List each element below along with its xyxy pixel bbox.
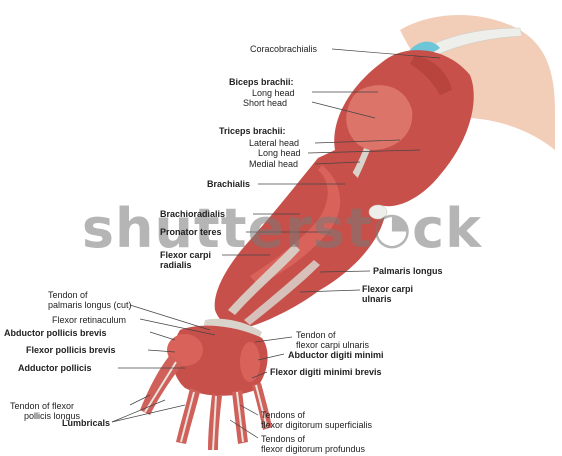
watermark: shutterst◔ck [22, 197, 542, 260]
label-lumbricals: Lumbricals [62, 418, 110, 428]
label-triceps-brachii: Triceps brachii: [219, 126, 286, 136]
label-biceps-long-head: Long head [252, 88, 295, 98]
label-tendon-palmaris-1: Tendon of [48, 290, 88, 300]
label-flexor-carpi-radialis-1: Flexor carpi [160, 250, 211, 260]
label-flexor-carpi-radialis-2: radialis [160, 260, 192, 270]
watermark-text-1: shutterst [82, 197, 373, 260]
watermark-text-2: ck [412, 197, 482, 260]
label-palmaris-longus: Palmaris longus [373, 266, 443, 276]
label-brachioradialis: Brachioradialis [160, 209, 225, 219]
label-brachialis: Brachialis [207, 179, 250, 189]
label-tendons-fds-1: Tendons of [261, 410, 305, 420]
label-triceps-lateral-head: Lateral head [249, 138, 299, 148]
label-flexor-carpi-ulnaris-2: ulnaris [362, 294, 392, 304]
label-tendon-fpl-1: Tendon of flexor [10, 401, 74, 411]
label-triceps-long-head: Long head [258, 148, 301, 158]
label-flexor-digiti-minimi-brevis: Flexor digiti minimi brevis [270, 367, 382, 377]
label-coracobrachialis: Coracobrachialis [250, 44, 317, 54]
label-flexor-carpi-ulnaris-1: Flexor carpi [362, 284, 413, 294]
label-adductor-pollicis: Adductor pollicis [18, 363, 92, 373]
label-flexor-retinaculum: Flexor retinaculum [52, 315, 126, 325]
label-abductor-pollicis-brevis: Abductor pollicis brevis [4, 328, 107, 338]
label-pronator-teres: Pronator teres [160, 227, 222, 237]
label-biceps-short-head: Short head [243, 98, 287, 108]
label-abductor-digiti-minimi: Abductor digiti minimi [288, 350, 384, 360]
label-biceps-brachii: Biceps brachii: [229, 77, 294, 87]
label-tendons-fdp-2: flexor digitorum profundus [261, 444, 365, 454]
label-tendons-fdp-1: Tendons of [261, 434, 305, 444]
label-triceps-medial-head: Medial head [249, 159, 298, 169]
camera-shutter-icon: ◔ [373, 203, 412, 254]
label-tendon-palmaris-2: palmaris longus (cut) [48, 300, 132, 310]
label-tendon-fcu-2: flexor carpi ulnaris [296, 340, 369, 350]
label-flexor-pollicis-brevis: Flexor pollicis brevis [26, 345, 116, 355]
label-tendons-fds-2: flexor digitorum superficialis [261, 420, 372, 430]
label-tendon-fcu-1: Tendon of [296, 330, 336, 340]
